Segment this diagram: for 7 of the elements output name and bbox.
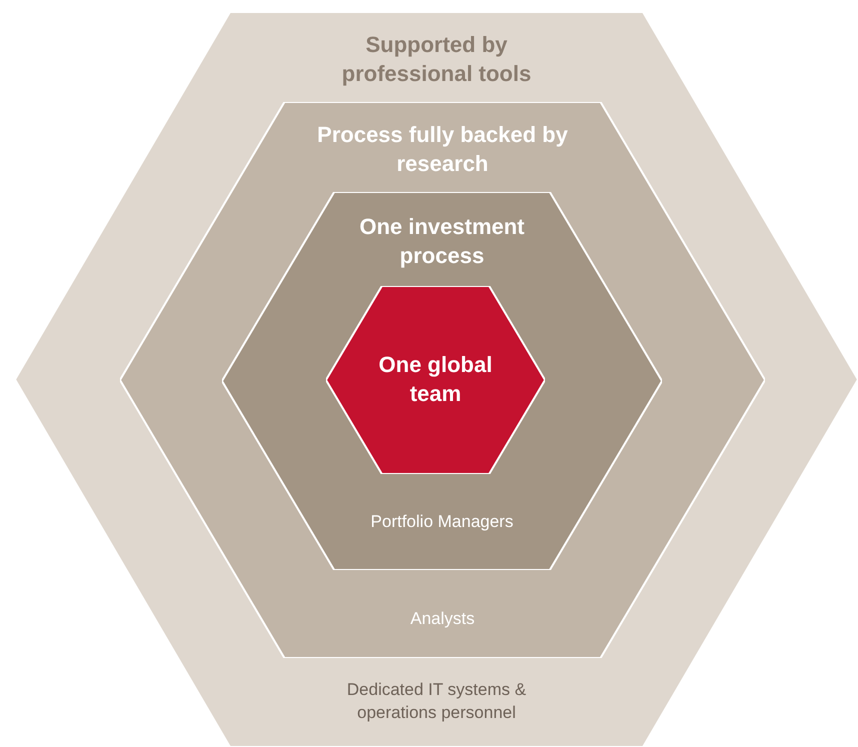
layer-caption: Dedicated IT systems & operations personnel [346, 679, 528, 724]
layer-heading: Process fully backed by research [316, 121, 569, 178]
layer-heading: Supported by professional tools [340, 31, 532, 88]
layer-heading: One global team [378, 351, 494, 408]
layer-heading: One investment process [358, 213, 526, 270]
layer-caption: Analysts [409, 608, 476, 630]
layer-caption: Portfolio Managers [370, 511, 514, 533]
